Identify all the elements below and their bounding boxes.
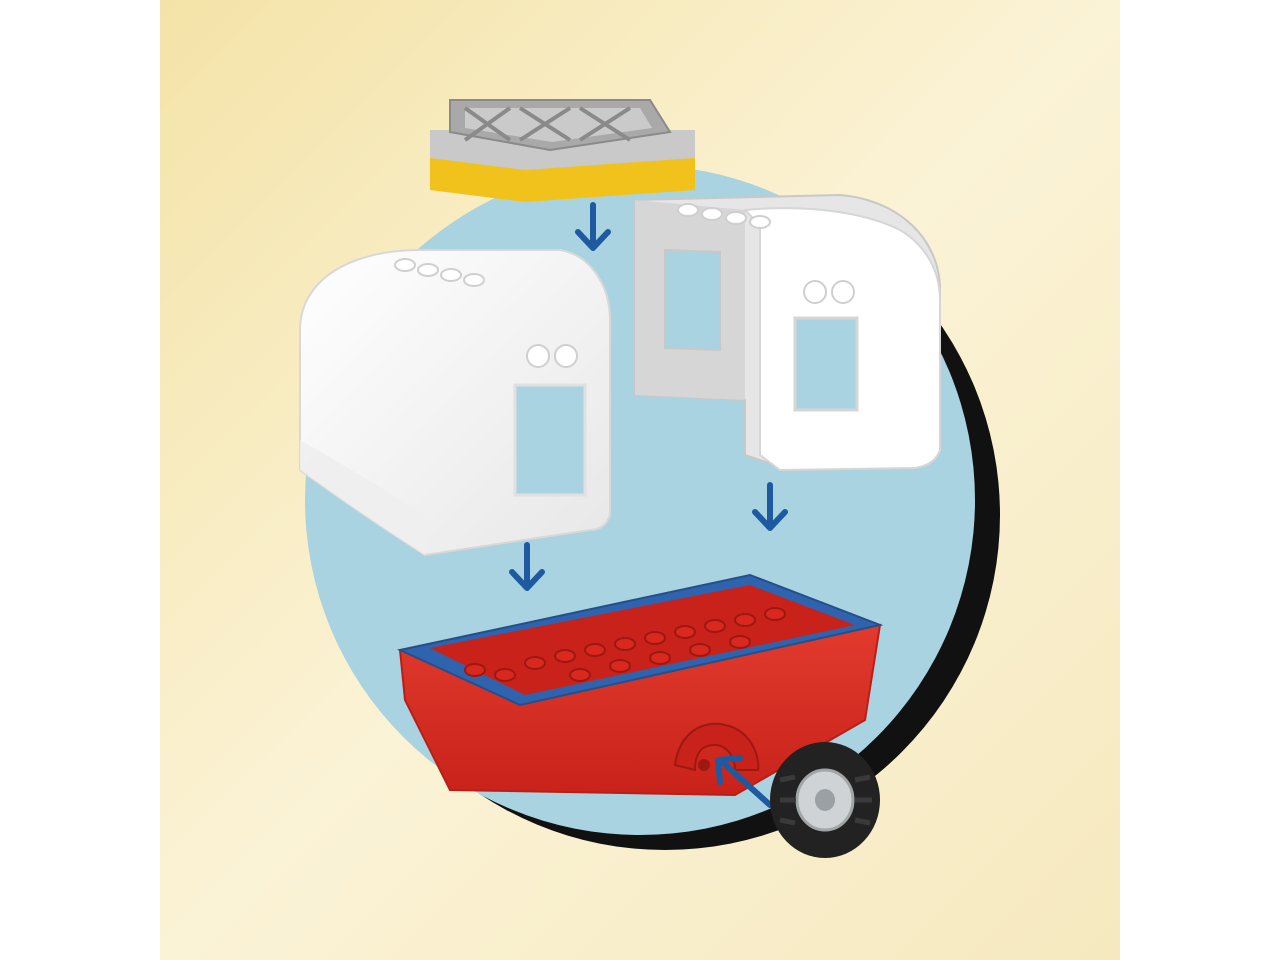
- arrow-right-shell-down-icon: [752, 482, 788, 531]
- arrow-up-left-icon: [715, 755, 773, 808]
- roof-rack-brick-icon: [430, 99, 695, 202]
- assembly-diagram: [160, 0, 1120, 960]
- illustration-panel: [160, 0, 1120, 960]
- camper-chassis-icon: [396, 573, 884, 797]
- arrow-left-shell-down-icon: [509, 542, 545, 591]
- wheel-icon: [770, 742, 880, 858]
- camper-shell-left-icon: [299, 249, 611, 557]
- camper-shell-right-icon: [634, 193, 941, 472]
- arrow-rack-down-icon: [575, 202, 611, 251]
